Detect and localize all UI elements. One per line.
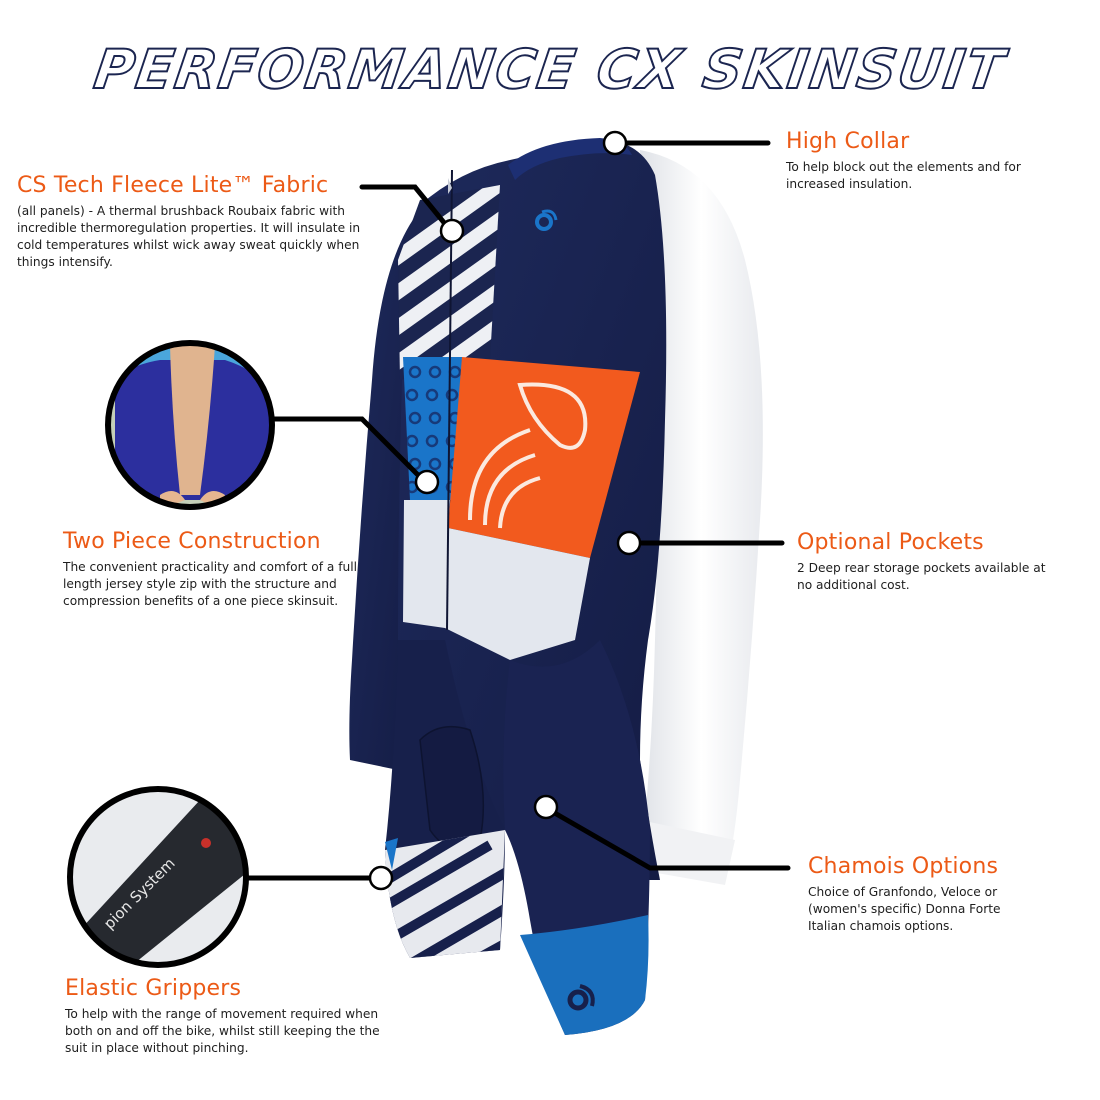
- callout-two-piece-body: The convenient practicality and comfort …: [63, 560, 357, 608]
- callout-pockets-body: 2 Deep rear storage pockets available at…: [797, 561, 1046, 592]
- callout-grippers: Elastic Grippers To help with the range …: [65, 975, 385, 1057]
- dot-grippers: [368, 865, 394, 891]
- connector-fabric: [359, 184, 453, 233]
- callout-fabric-heading: CS Tech Fleece Lite™ Fabric: [17, 173, 329, 198]
- orange-chest-panel: [448, 357, 640, 558]
- gripper-inset-photo: pion System: [67, 786, 249, 968]
- callout-collar-body: To help block out the elements and for i…: [786, 160, 1021, 191]
- callout-collar: High Collar To help block out the elemen…: [786, 128, 1066, 193]
- dot-two-piece: [414, 469, 440, 495]
- callout-fabric: CS Tech Fleece Lite™ Fabric (all panels)…: [17, 172, 362, 271]
- connector-two-piece: [272, 416, 428, 485]
- zipper-pull: [448, 178, 452, 194]
- leg-gripper-cuff: [520, 915, 649, 1035]
- zipper: [446, 169, 453, 631]
- callout-pockets: Optional Pockets 2 Deep rear storage poc…: [797, 529, 1057, 594]
- callout-two-piece-heading: Two Piece Construction: [63, 529, 321, 554]
- waist-panel: [403, 500, 590, 660]
- callout-pockets-heading: Optional Pockets: [797, 530, 984, 555]
- callout-chamois-body: Choice of Granfondo, Veloce or (women's …: [808, 885, 1001, 933]
- callout-grippers-heading: Elastic Grippers: [65, 976, 242, 1001]
- callout-fabric-body: (all panels) - A thermal brushback Rouba…: [17, 204, 361, 269]
- dot-chamois: [533, 794, 559, 820]
- connector-chamois: [543, 805, 791, 871]
- callout-grippers-body: To help with the range of movement requi…: [65, 1007, 380, 1055]
- dot-pockets: [616, 530, 642, 556]
- two-piece-inset-photo: [105, 340, 275, 510]
- callout-chamois-heading: Chamois Options: [808, 854, 999, 879]
- callout-collar-heading: High Collar: [786, 129, 910, 154]
- collar: [508, 138, 632, 180]
- chest-logo-icon: [535, 209, 558, 231]
- dot-collar: [602, 130, 628, 156]
- callout-two-piece: Two Piece Construction The convenient pr…: [63, 528, 363, 610]
- callout-chamois: Chamois Options Choice of Granfondo, Vel…: [808, 853, 1038, 935]
- connector-lines: [243, 140, 791, 881]
- dot-fabric: [439, 218, 465, 244]
- chamois-pad-outline: [419, 725, 485, 849]
- callout-dots: [368, 130, 642, 891]
- leg-logo-icon: [567, 984, 595, 1011]
